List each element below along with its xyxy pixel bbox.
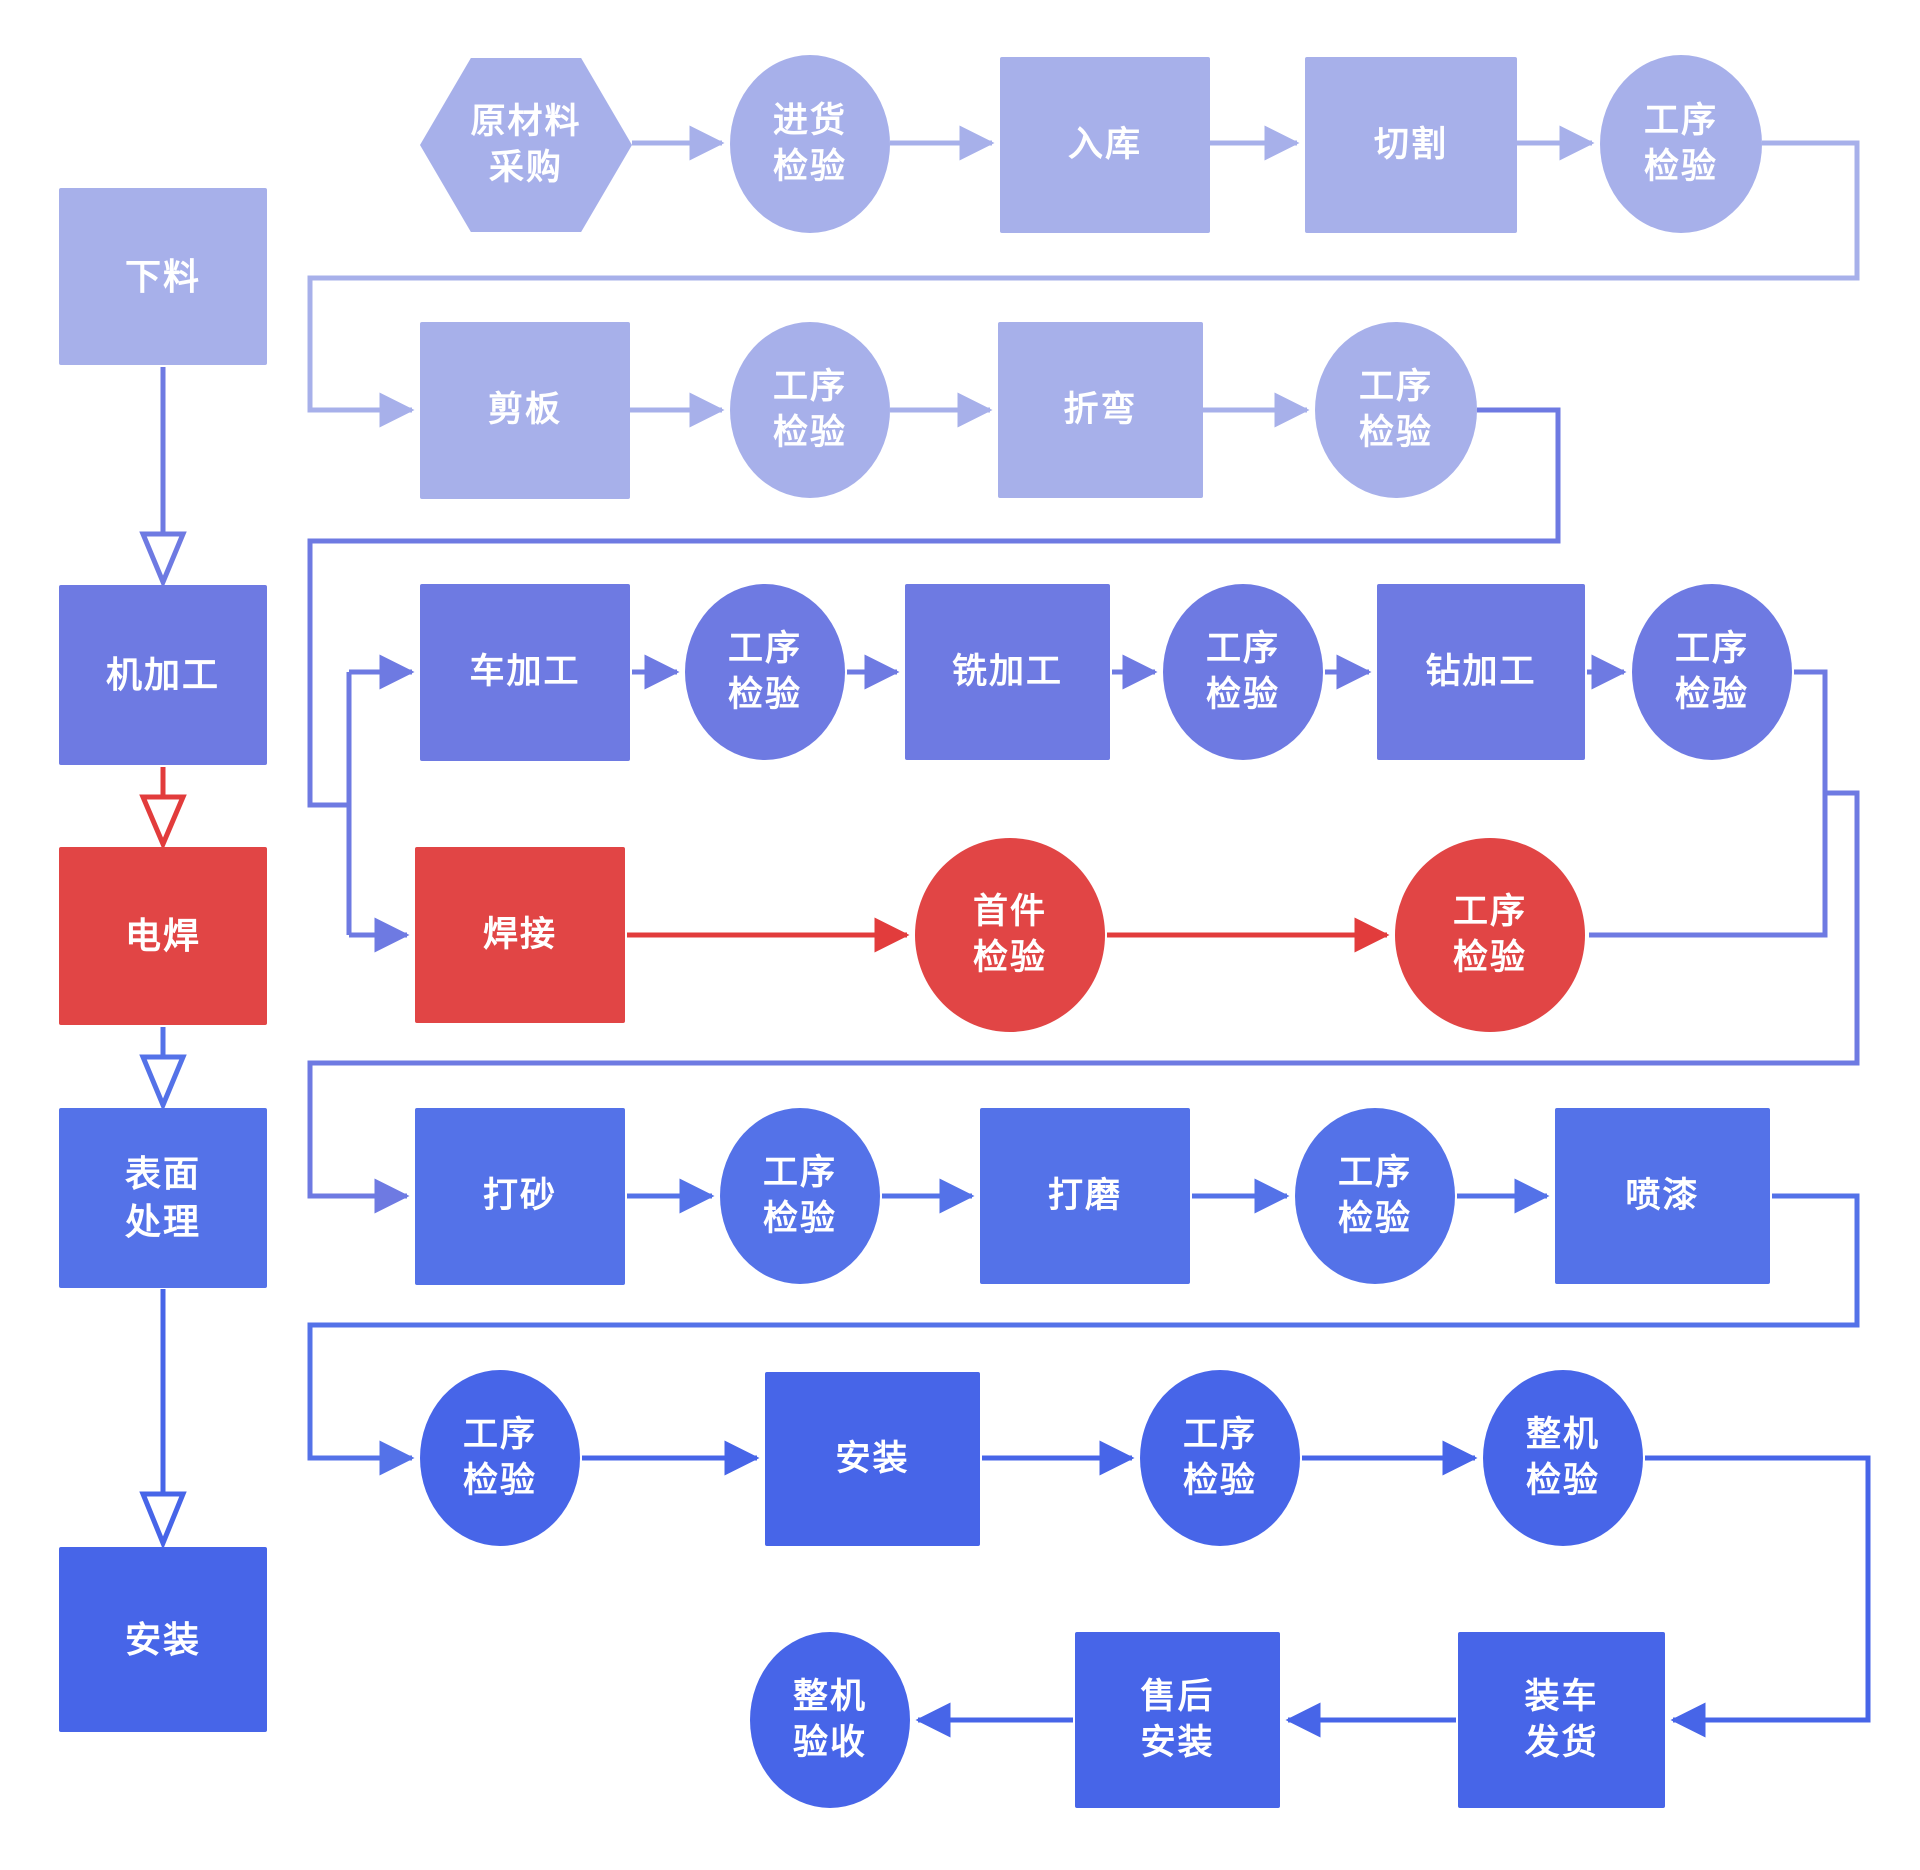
- node-penqi: 喷漆: [1555, 1108, 1770, 1284]
- node-damo: 打磨: [980, 1108, 1190, 1284]
- node-xialiao: 下料: [59, 188, 267, 365]
- node-gongxu-jianyan-9: 工序 检验: [1295, 1108, 1455, 1284]
- edge-gx1-jianban: [307, 140, 1860, 428]
- edge-zhengjijianyan-zhuangche: [1645, 1455, 1871, 1738]
- node-dianhan: 电焊: [59, 847, 267, 1025]
- node-dasha: 打砂: [415, 1108, 625, 1285]
- row1-links: [307, 125, 1860, 428]
- node-hanjie: 焊接: [415, 847, 625, 1023]
- node-zhewan: 折弯: [998, 322, 1203, 498]
- node-shoujian-jianyan: 首件 检验: [915, 838, 1105, 1032]
- node-gongxu-jianyan-4: 工序 检验: [685, 584, 845, 760]
- node-gongxu-jianyan-5: 工序 检验: [1163, 584, 1323, 760]
- node-gongxu-jianyan-1: 工序 检验: [1600, 55, 1762, 233]
- node-zhuangche-fahuo: 装车 发货: [1458, 1632, 1665, 1808]
- edge-gx6-dasha: [307, 790, 1860, 1214]
- phase-links: [139, 367, 187, 1550]
- node-gongxu-jianyan-3: 工序 检验: [1315, 322, 1477, 498]
- edge-penqi-gx10: [307, 1193, 1860, 1476]
- node-gongxu-jianyan-6: 工序 检验: [1632, 584, 1792, 760]
- node-zhengji-yanshou: 整机 验收: [750, 1632, 910, 1808]
- node-anzhuang: 安装: [765, 1372, 980, 1546]
- row3-links: [307, 407, 1860, 1214]
- node-jianban: 剪板: [420, 322, 630, 499]
- node-qiege: 切割: [1305, 57, 1517, 233]
- node-zhengji-jianyan: 整机 检验: [1483, 1370, 1643, 1546]
- node-gongxu-jianyan-11: 工序 检验: [1140, 1370, 1300, 1546]
- node-gongxu-jianyan-8: 工序 检验: [720, 1108, 880, 1284]
- row6-links: [582, 1440, 1871, 1738]
- node-jijiagong: 机加工: [59, 585, 267, 765]
- hollow-arrow-anzhuang: [139, 1491, 187, 1550]
- node-chejiagong: 车加工: [420, 584, 630, 761]
- hollow-arrow-dianhan: [139, 794, 187, 851]
- node-shouhou-anzhuang: 售后 安装: [1075, 1632, 1280, 1808]
- node-biaomian-chuli: 表面 处理: [59, 1108, 267, 1288]
- hollow-arrow-biaomian: [139, 1054, 187, 1112]
- node-xijiagong: 铣加工: [905, 584, 1110, 760]
- node-gongxu-jianyan-2: 工序 检验: [730, 322, 890, 498]
- node-ruku: 入库: [1000, 57, 1210, 233]
- row5-links: [307, 1178, 1860, 1476]
- node-gongxu-jianyan-10: 工序 检验: [420, 1370, 580, 1546]
- node-jinhuo-jianyan: 进货 检验: [730, 55, 890, 233]
- edge-gx6-gx7: [1589, 669, 1828, 938]
- edge-gx3-return: [307, 407, 1561, 808]
- hollow-arrow-jijiagong: [139, 531, 187, 589]
- node-yuancailiao-caigou: 原材料 采购: [420, 58, 632, 232]
- node-zuanjiagong: 钻加工: [1377, 584, 1585, 760]
- node-anzhuang-left: 安装: [59, 1547, 267, 1732]
- node-gongxu-jianyan-7: 工序 检验: [1395, 838, 1585, 1032]
